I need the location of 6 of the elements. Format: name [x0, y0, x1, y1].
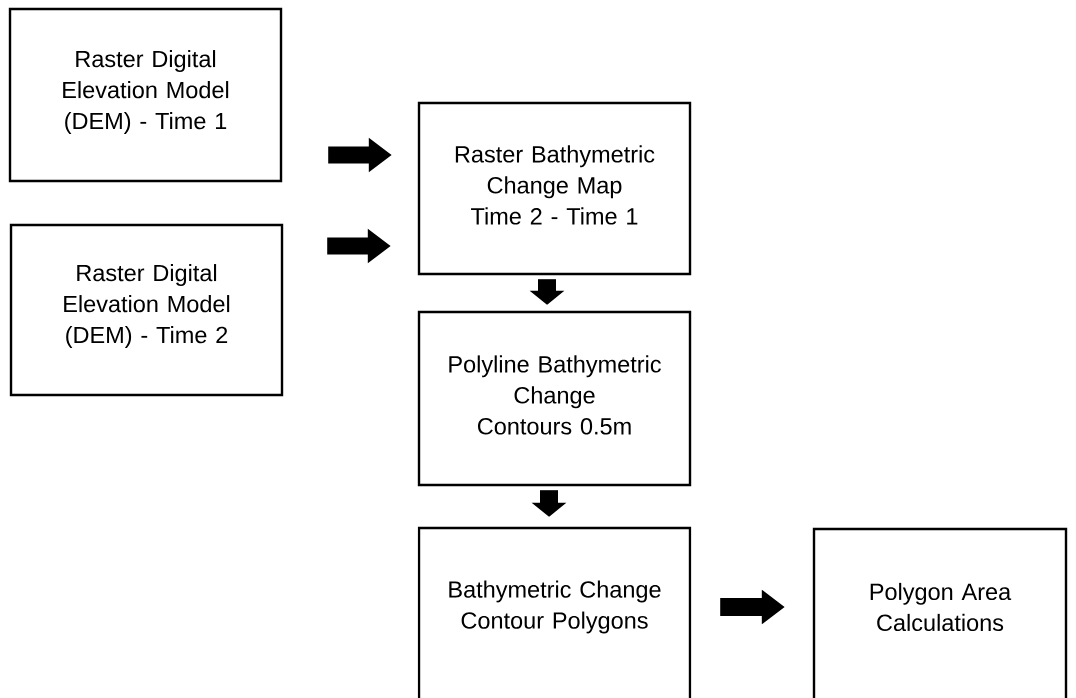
process-box: Raster Digital Elevation Model (DEM) - Time 1: [8, 7, 283, 183]
process-box: Polyline Bathymetric Change Contours 0.5m: [417, 310, 692, 487]
process-box: Bathymetric Change Contour Polygons: [417, 526, 692, 698]
process-box: Raster Bathymetric Change Map Time 2 - Time 1: [417, 101, 692, 276]
process-box: Raster Digital Elevation Model (DEM) - Time 2: [9, 223, 284, 397]
process-box: Polygon Area Calculations: [812, 527, 1068, 698]
